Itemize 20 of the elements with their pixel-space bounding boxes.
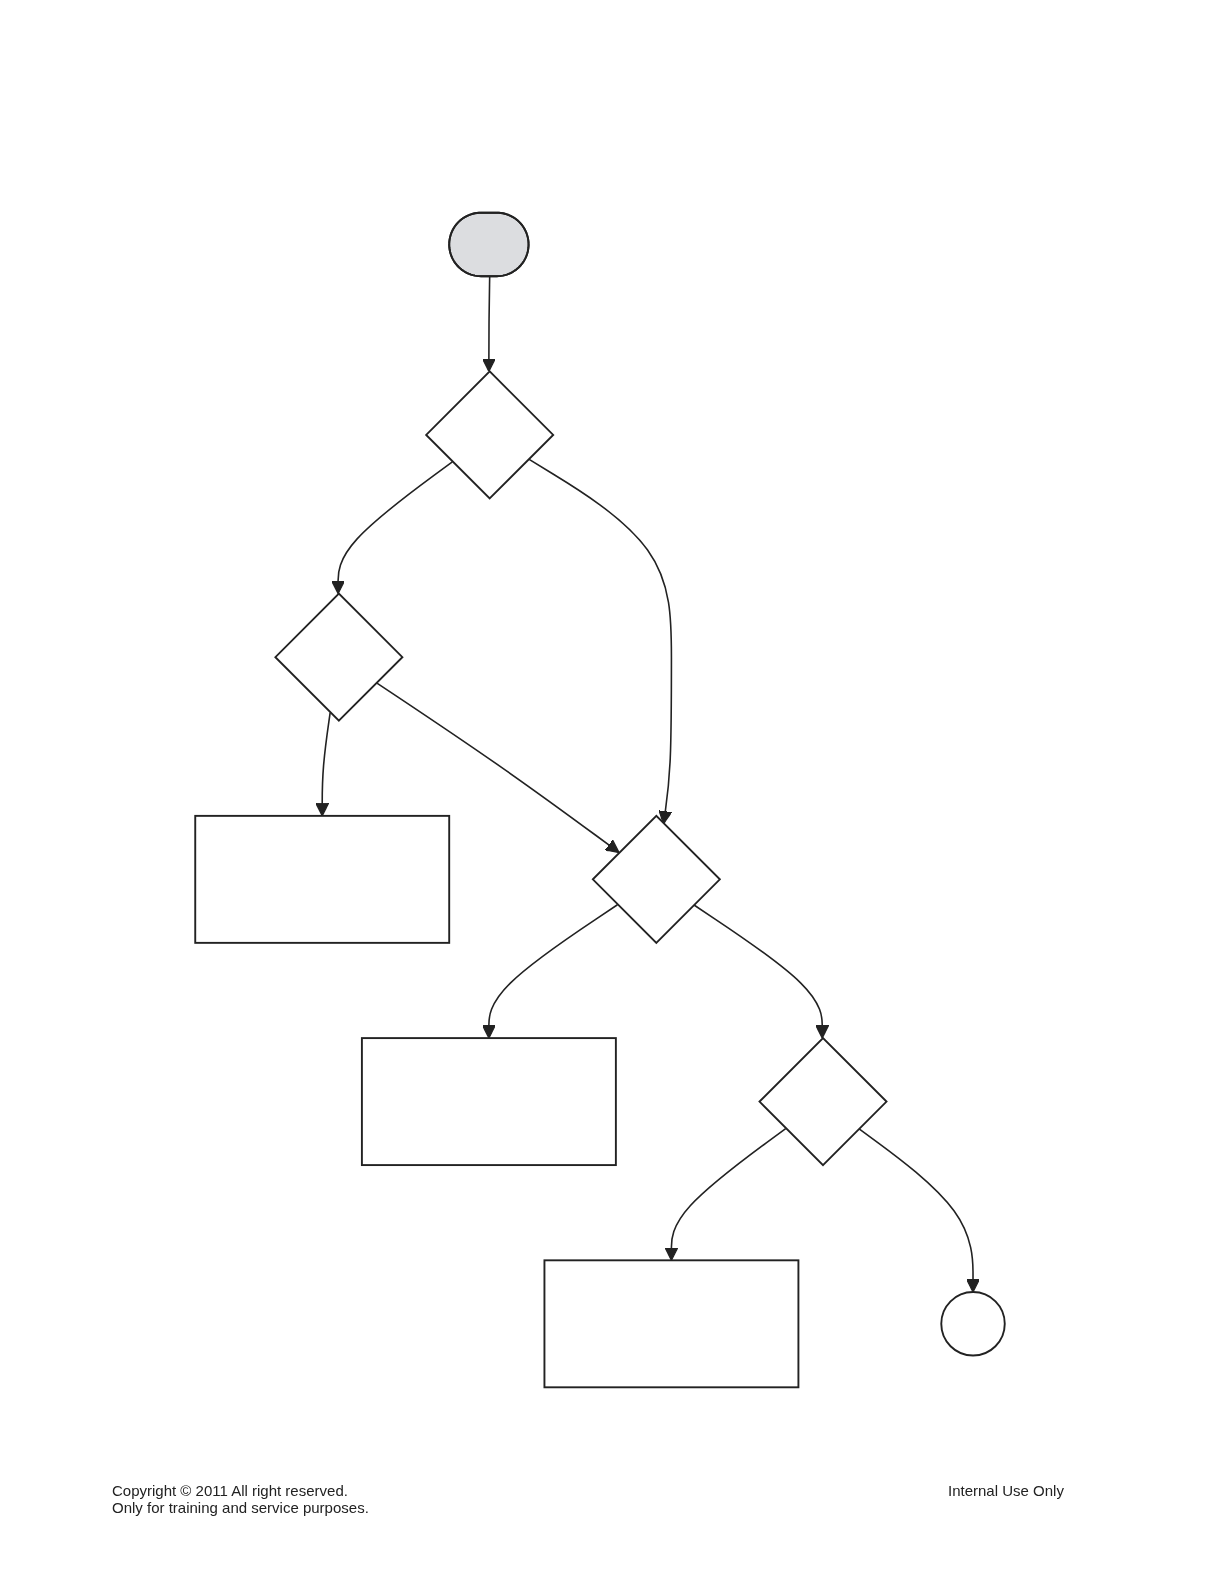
node-diamond <box>424 370 555 500</box>
arrow <box>664 1127 787 1261</box>
node-box <box>194 814 451 944</box>
arrow <box>375 681 620 854</box>
arrow <box>527 458 673 825</box>
node-box <box>543 1259 800 1389</box>
arrow <box>858 1127 980 1293</box>
node-circle <box>940 1291 1006 1357</box>
arrow <box>331 461 454 595</box>
arrow <box>315 711 331 817</box>
arrow <box>481 903 619 1039</box>
node-diamond <box>591 814 722 945</box>
node-box <box>360 1037 617 1167</box>
footer-note: Internal Use Only <box>948 1482 1064 1499</box>
arrow <box>692 903 830 1039</box>
footer-note: Only for training and service purposes. <box>112 1499 369 1516</box>
node-diamond <box>758 1036 888 1167</box>
node-diamond <box>274 592 404 722</box>
footer-note: Copyright © 2011 All right reserved. <box>112 1482 349 1499</box>
arrow <box>481 276 496 373</box>
